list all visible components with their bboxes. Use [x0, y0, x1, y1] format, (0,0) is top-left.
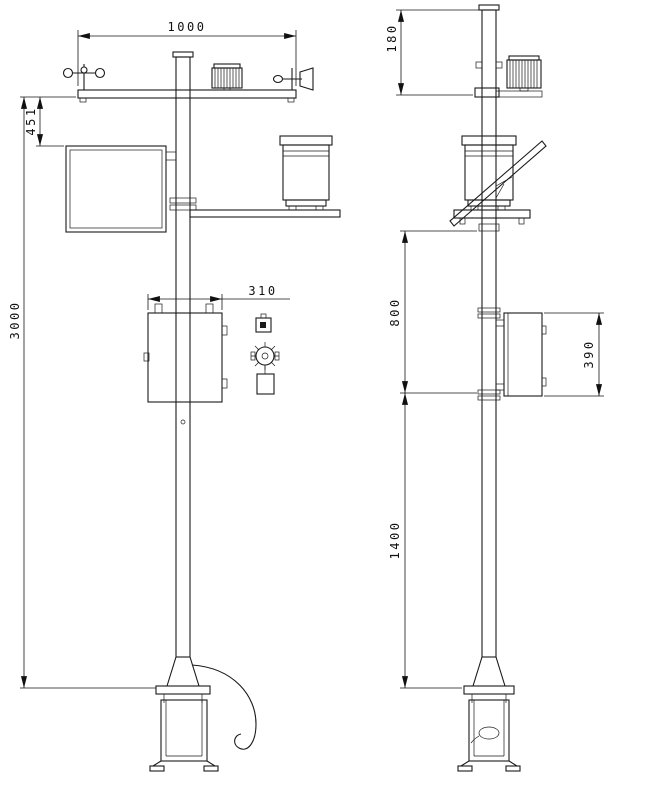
dimension-panel-offset: 451	[20, 96, 76, 147]
foundation-side	[457, 685, 521, 772]
mast-side	[472, 4, 506, 687]
control-enclosure-side	[495, 312, 547, 397]
rain-gauge-front	[279, 135, 333, 211]
dim-1400-label: 1400	[388, 521, 402, 560]
dimension-crossbar-width: 1000	[77, 20, 297, 86]
wind-vane-icon	[272, 67, 314, 91]
dim-451-label: 451	[24, 106, 38, 135]
side-view: 180 800 1400 390	[385, 4, 604, 772]
dim-800-label: 800	[388, 297, 402, 326]
dimension-enclosure-height: 390	[544, 312, 604, 397]
radiation-shield-icon	[211, 63, 243, 91]
dimension-arm-to-enclosure: 800	[388, 230, 477, 394]
dim-1000-label: 1000	[168, 20, 207, 34]
cable-gland-icon	[250, 342, 280, 370]
dim-180-label: 180	[385, 23, 399, 52]
dimension-pole-height: 3000	[8, 97, 156, 689]
dimension-enclosure-width: 310	[147, 284, 290, 310]
cable-loop	[470, 726, 500, 744]
accessory-connector-icon	[255, 313, 272, 333]
dim-310-label: 310	[248, 284, 277, 298]
radiation-shield-side-icon	[506, 55, 542, 92]
solar-panel-side	[449, 140, 547, 227]
foundation-front	[149, 685, 219, 772]
dimension-mast-top: 180	[385, 9, 479, 96]
cup-anemometer-icon	[62, 64, 106, 90]
crossbar-front	[77, 89, 297, 103]
ground-cable	[191, 664, 257, 750]
dimension-enclosure-to-base: 1400	[388, 393, 462, 689]
mast-front	[166, 51, 200, 687]
front-view: 1000 451 3000 310	[8, 20, 341, 772]
dim-3000-label: 3000	[8, 301, 22, 340]
control-enclosure-front	[143, 303, 228, 403]
junction-box-icon	[256, 365, 275, 395]
sensor-arm-front	[169, 197, 341, 218]
dim-390-label: 390	[582, 339, 596, 368]
rain-gauge-side	[453, 135, 531, 232]
crossbar-side	[474, 61, 543, 98]
solar-panel-front	[65, 145, 177, 233]
